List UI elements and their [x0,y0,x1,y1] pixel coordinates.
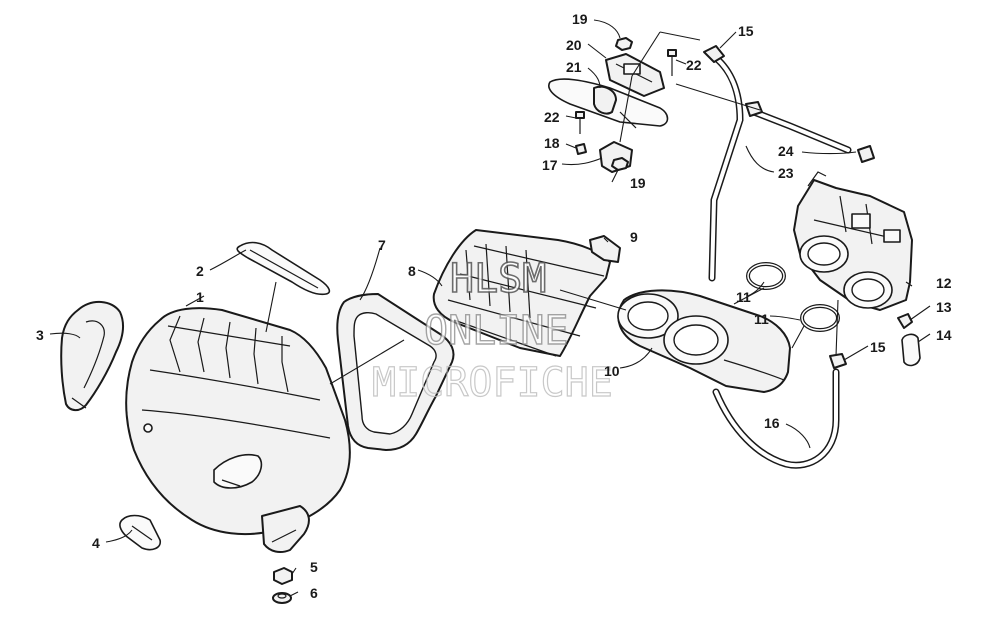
watermark-line-3: MICROFICHE [372,360,613,406]
part-6-bolt [272,592,292,604]
watermark: HLSM ONLINE MICROFICHE [371,255,613,406]
callout-11b: 11 [736,289,751,305]
watermark-line-1: HLSM [450,256,546,302]
part-22-bolt-upper [667,49,677,76]
part-20-sensor-bracket [605,53,665,97]
callout-14: 14 [936,327,952,343]
callout-21: 21 [566,59,582,75]
callout-18: 18 [544,135,560,151]
part-3-side-panel [60,301,124,412]
callout-5: 5 [310,559,318,575]
callout-11a: 11 [754,311,769,327]
part-5-nut [273,567,293,585]
part-11-clamp-lower [800,304,840,332]
callout-15b: 15 [870,339,886,355]
part-13-clamp [897,313,913,329]
callout-1: 1 [196,289,204,305]
part-2-gasket [236,241,331,296]
part-7-filter-frame [336,293,455,451]
callout-10: 10 [604,363,620,379]
callout-13: 13 [936,299,952,315]
callout-15a: 15 [738,23,754,39]
callout-8: 8 [408,263,416,279]
part-24-hose [750,108,852,154]
part-1-airbox-housing [125,307,351,553]
part-12-throttle-body [793,171,913,311]
callout-22b: 22 [544,109,560,125]
callout-9: 9 [630,229,638,245]
callout-16: 16 [764,415,780,431]
upper-vent-hose [708,54,744,282]
callout-20: 20 [566,37,582,53]
callout-24: 24 [778,143,794,159]
part-23-clamp [745,101,875,163]
callout-leaders [49,19,931,597]
assembly-guide-lines [265,31,839,385]
part-8-filter-box [432,229,611,357]
callout-3: 3 [36,327,44,343]
part-15-clip-lower [829,353,847,369]
watermark-line-2: ONLINE [424,308,569,354]
callout-2: 2 [196,263,204,279]
callout-19a: 19 [572,11,588,27]
part-15-clip-upper [703,45,725,63]
part-14-cap [901,333,921,367]
callout-23: 23 [778,165,794,181]
callout-19b: 19 [630,175,646,191]
callout-17: 17 [542,157,558,173]
part-22-bolt-left [575,111,585,134]
callout-labels: 1 2 3 4 5 6 7 8 9 10 11 11 12 13 14 15 1… [36,11,952,601]
part-19-nut-upper [615,37,633,51]
callout-12: 12 [936,275,952,291]
part-21-sensor [548,78,669,129]
part-10-intake-boot [617,289,791,393]
part-11-clamp-upper [746,262,786,290]
callout-7: 7 [378,237,386,253]
part-19-nut-lower [611,157,629,171]
callout-4: 4 [92,535,100,551]
part-16-vent-hose [712,368,840,469]
callout-6: 6 [310,585,318,601]
part-18-screw [575,143,587,155]
callout-22a: 22 [686,57,702,73]
part-4-plate [119,514,162,551]
part-9-clip [589,235,621,263]
